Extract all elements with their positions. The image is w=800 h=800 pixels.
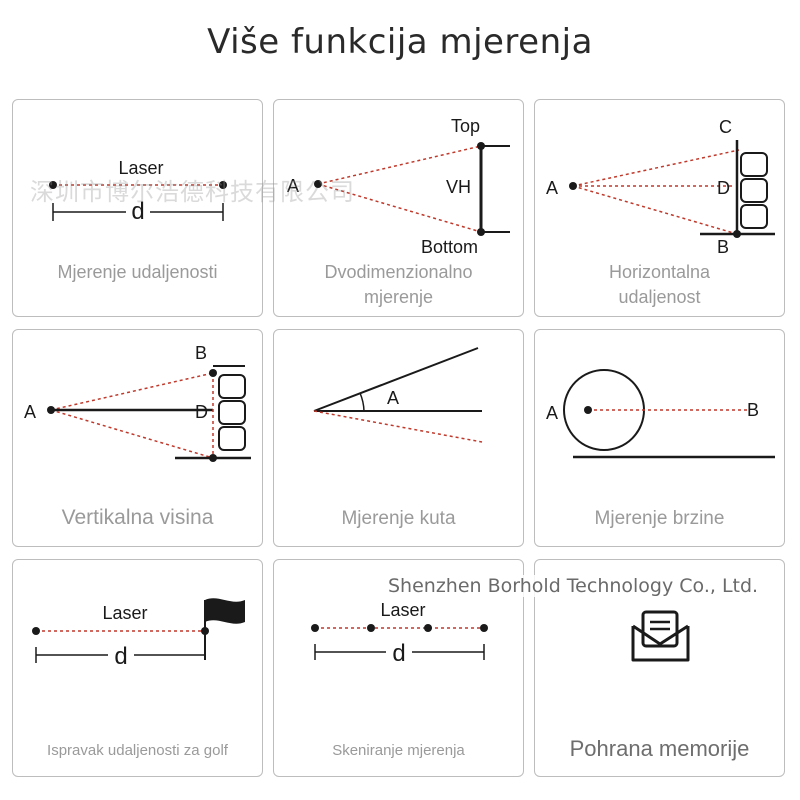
card-caption: Horizontalna udaljenost xyxy=(608,262,711,307)
page-title: Više funkcija mjerenja xyxy=(207,22,593,62)
point-a-label: A xyxy=(24,402,36,422)
golf-flag-icon xyxy=(205,598,245,624)
point-c-label: C xyxy=(719,117,732,137)
distance-d-label: d xyxy=(392,640,405,667)
card-distance-measurement: Laser d Mjerenje udaljenosti xyxy=(12,99,263,317)
distance-d-label: d xyxy=(114,643,127,670)
watermark-company: Shenzhen Borhold Technology Co., Ltd. xyxy=(388,575,759,597)
watermark-chinese: 深圳市博尔浩德科技有限公司 xyxy=(30,178,355,206)
laser-label: Laser xyxy=(102,603,147,623)
distance-diagram: Laser d xyxy=(49,158,227,225)
angle-diagram: A xyxy=(313,347,483,443)
horizontal-distance-diagram: C A D B xyxy=(546,117,775,257)
card-caption: Mjerenje udaljenosti xyxy=(57,262,218,282)
card-caption: Pohrana memorije xyxy=(569,736,750,761)
angle-a-label: A xyxy=(387,388,399,408)
point-b-label: B xyxy=(195,343,207,363)
card-horizontal-distance: C A D B Horizontalna udaljenost xyxy=(534,99,785,317)
point-b-label: B xyxy=(747,400,759,420)
card-2d-measurement: A Top VH Bottom Dvodimenzionalno mjerenj… xyxy=(273,99,524,317)
point-d-label: D xyxy=(717,178,730,198)
2d-diagram: A Top VH Bottom xyxy=(287,116,510,257)
top-label: Top xyxy=(451,116,480,136)
scan-diagram: Laser d xyxy=(311,600,488,667)
bottom-label: Bottom xyxy=(421,237,478,257)
point-d-label: D xyxy=(195,402,208,422)
laser-label: Laser xyxy=(118,158,163,178)
card-caption: Skeniranje mjerenja xyxy=(332,742,465,759)
card-angle-measurement: A Mjerenje kuta xyxy=(273,329,524,547)
distance-d-label: d xyxy=(131,198,144,225)
card-caption: Vertikalna visina xyxy=(61,506,214,529)
card-golf-correction: Laser d Ispravak udaljenosti za golf xyxy=(12,559,263,777)
card-caption: Mjerenje kuta xyxy=(341,508,456,529)
card-caption: Dvodimenzionalno mjerenje xyxy=(324,262,473,307)
vh-label: VH xyxy=(446,177,471,197)
point-a-label: A xyxy=(546,178,558,198)
golf-diagram: Laser d xyxy=(32,598,245,670)
card-speed-measurement: A B Mjerenje brzine xyxy=(534,329,785,547)
vertical-height-diagram: B A D xyxy=(24,343,251,462)
envelope-icon xyxy=(631,610,690,662)
point-a-label: A xyxy=(546,403,558,423)
card-vertical-height: B A D Vertikalna visina xyxy=(12,329,263,547)
speed-diagram: A B xyxy=(546,369,775,459)
card-caption: Ispravak udaljenosti za golf xyxy=(47,742,228,759)
point-b-label: B xyxy=(717,237,729,257)
laser-label: Laser xyxy=(380,600,425,620)
card-caption: Mjerenje brzine xyxy=(594,508,725,529)
point-a-label: A xyxy=(287,176,299,196)
